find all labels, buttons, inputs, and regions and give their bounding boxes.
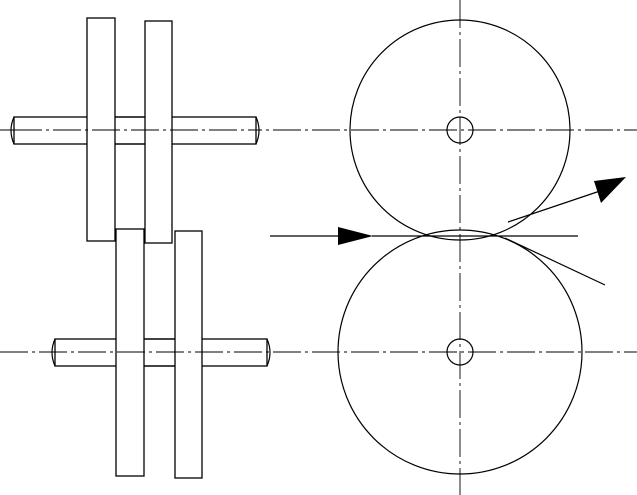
exit-arrow-head [594,177,626,203]
upper-roll [349,19,571,241]
upper-roller-assembly [10,17,260,244]
lower-shaft [54,338,268,367]
lower-roll [337,229,583,475]
lower-shaft-right-end [266,338,271,367]
tangent-line [504,237,606,286]
feed-arrow-head [338,227,373,245]
lower-shaft-left-end [51,338,56,367]
upper-shaft [13,116,257,145]
exit-arrow-shaft [507,190,601,223]
upper-shaft-left-end [10,116,15,145]
upper-roller-disc-a [86,17,116,242]
upper-roll-circle [349,19,571,241]
lower-roller-disc-b [174,230,203,479]
lower-roller-assembly [0,228,271,479]
upper-roll-hub [446,116,474,144]
lower-roller-disc-a [115,228,145,477]
lower-roll-circle [337,229,583,475]
lower-roll-hub [446,338,474,366]
upper-shaft-right-end [255,116,260,145]
upper-roller-disc-b [144,20,173,244]
feed-arrow [270,227,373,245]
exit-arrow [507,177,626,223]
